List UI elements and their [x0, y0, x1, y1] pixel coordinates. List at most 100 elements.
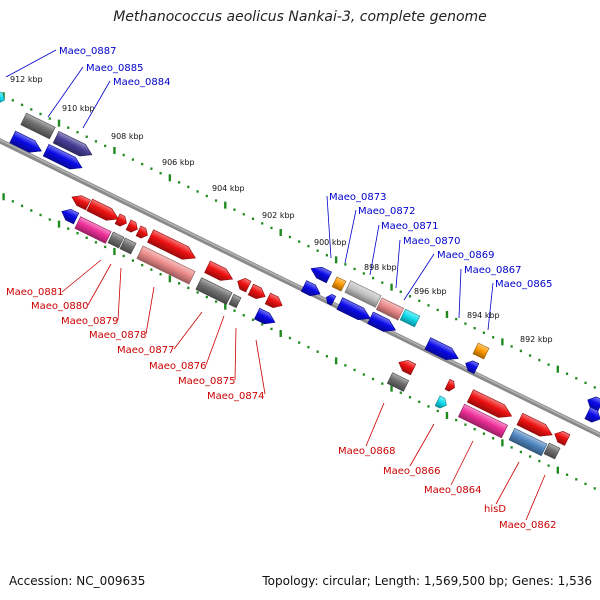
gene-feature[interactable] [386, 372, 410, 392]
gene-feature-shape[interactable] [253, 307, 277, 328]
bottom-strand-gene-label[interactable]: Maeo_0862 [499, 520, 556, 531]
gene-feature[interactable] [584, 406, 600, 425]
gene-feature-shape[interactable] [331, 276, 347, 292]
top-strand-gene-label[interactable]: Maeo_0869 [437, 250, 494, 261]
gene-feature-shape[interactable] [463, 358, 480, 374]
gene-feature-shape[interactable] [424, 337, 461, 365]
top-strand-gene-label[interactable]: Maeo_0873 [329, 192, 386, 203]
gene-feature[interactable] [344, 280, 382, 308]
gene-feature-shape[interactable] [114, 213, 129, 228]
gene-feature[interactable] [264, 292, 285, 311]
gene-feature[interactable] [247, 283, 268, 302]
gene-feature[interactable] [472, 342, 490, 360]
gene-feature-shape[interactable] [59, 206, 80, 225]
gene-feature[interactable] [331, 276, 347, 292]
gene-feature[interactable] [119, 237, 137, 255]
gene-feature-shape[interactable] [228, 293, 242, 309]
gene-feature[interactable] [457, 403, 509, 439]
gene-feature[interactable] [300, 280, 322, 300]
gene-feature[interactable] [135, 225, 150, 240]
gene-feature-shape[interactable] [367, 311, 399, 336]
top-strand-gene-label[interactable]: Maeo_0867 [464, 265, 521, 276]
gene-feature-shape[interactable] [107, 231, 125, 249]
gene-feature-shape[interactable] [386, 372, 410, 392]
gene-feature[interactable] [9, 130, 44, 157]
gene-feature-shape[interactable] [9, 130, 44, 157]
gene-feature[interactable] [424, 337, 461, 365]
gene-feature-shape[interactable] [119, 237, 137, 255]
gene-feature[interactable] [399, 308, 421, 328]
gene-feature-shape[interactable] [308, 263, 333, 284]
gene-feature[interactable] [86, 198, 121, 225]
top-strand-gene-label[interactable]: Maeo_0872 [358, 206, 415, 217]
gene-feature[interactable] [444, 378, 457, 392]
gene-feature-shape[interactable] [74, 216, 112, 244]
gene-feature[interactable] [543, 442, 561, 460]
gene-feature-shape[interactable] [136, 245, 196, 285]
bottom-strand-gene-label[interactable]: Maeo_0877 [117, 345, 174, 356]
gene-feature-shape[interactable] [135, 225, 150, 240]
gene-feature[interactable] [516, 412, 555, 441]
gene-feature-shape[interactable] [20, 112, 56, 140]
gene-feature-shape[interactable] [584, 406, 600, 425]
bottom-strand-gene-label[interactable]: Maeo_0879 [61, 316, 118, 327]
gene-feature[interactable] [125, 219, 140, 234]
gene-feature[interactable] [552, 429, 571, 446]
gene-feature-shape[interactable] [86, 198, 121, 225]
gene-feature[interactable] [367, 311, 399, 336]
top-strand-gene-label[interactable]: Maeo_0887 [59, 46, 116, 57]
gene-feature[interactable] [228, 293, 242, 309]
bottom-strand-gene-label[interactable]: Maeo_0881 [6, 287, 63, 298]
gene-feature[interactable] [195, 277, 233, 305]
gene-feature[interactable] [42, 143, 85, 173]
bottom-strand-gene-label[interactable]: Maeo_0880 [31, 301, 88, 312]
gene-feature-shape[interactable] [42, 143, 85, 173]
gene-feature-shape[interactable] [466, 389, 514, 423]
gene-feature[interactable] [204, 260, 236, 285]
gene-feature[interactable] [20, 112, 56, 140]
gene-feature-shape[interactable] [300, 280, 322, 300]
bottom-strand-gene-label[interactable]: Maeo_0878 [89, 330, 146, 341]
gene-feature[interactable] [466, 389, 514, 423]
gene-feature[interactable] [396, 357, 417, 376]
gene-feature[interactable] [147, 229, 198, 265]
gene-feature-shape[interactable] [375, 297, 405, 321]
gene-feature[interactable] [336, 297, 373, 325]
gene-feature[interactable] [74, 216, 112, 244]
gene-feature-shape[interactable] [396, 357, 417, 376]
bottom-strand-gene-label[interactable]: hisD [484, 504, 506, 515]
gene-feature[interactable] [59, 206, 80, 225]
top-strand-gene-label[interactable]: Maeo_0884 [113, 77, 170, 88]
gene-feature-shape[interactable] [399, 308, 421, 328]
gene-feature-shape[interactable] [125, 219, 140, 234]
bottom-strand-gene-label[interactable]: Maeo_0866 [383, 466, 440, 477]
bottom-strand-gene-label[interactable]: Maeo_0864 [424, 485, 481, 496]
gene-feature-shape[interactable] [434, 395, 449, 410]
gene-feature-shape[interactable] [235, 276, 252, 293]
gene-feature[interactable] [463, 358, 480, 374]
gene-feature-shape[interactable] [264, 292, 285, 311]
gene-feature-shape[interactable] [444, 378, 457, 392]
bottom-strand-gene-label[interactable]: Maeo_0875 [178, 376, 235, 387]
gene-feature[interactable] [253, 307, 277, 328]
gene-feature-shape[interactable] [336, 297, 373, 325]
gene-feature[interactable] [308, 263, 333, 284]
gene-feature-shape[interactable] [204, 260, 236, 285]
gene-feature-shape[interactable] [543, 442, 561, 460]
gene-feature-shape[interactable] [508, 427, 548, 457]
gene-feature[interactable] [136, 245, 196, 285]
gene-feature[interactable] [69, 192, 91, 211]
gene-feature-shape[interactable] [344, 280, 382, 308]
gene-feature[interactable] [114, 213, 129, 228]
gene-feature[interactable] [0, 90, 7, 105]
gene-feature-shape[interactable] [0, 90, 7, 105]
gene-feature-shape[interactable] [52, 130, 95, 160]
gene-feature-shape[interactable] [472, 342, 490, 360]
gene-feature-shape[interactable] [324, 293, 337, 306]
gene-feature[interactable] [434, 395, 449, 410]
gene-feature-shape[interactable] [147, 229, 198, 265]
top-strand-gene-label[interactable]: Maeo_0885 [86, 63, 143, 74]
gene-feature-shape[interactable] [552, 429, 571, 446]
gene-feature[interactable] [235, 276, 252, 293]
gene-feature-shape[interactable] [457, 403, 509, 439]
